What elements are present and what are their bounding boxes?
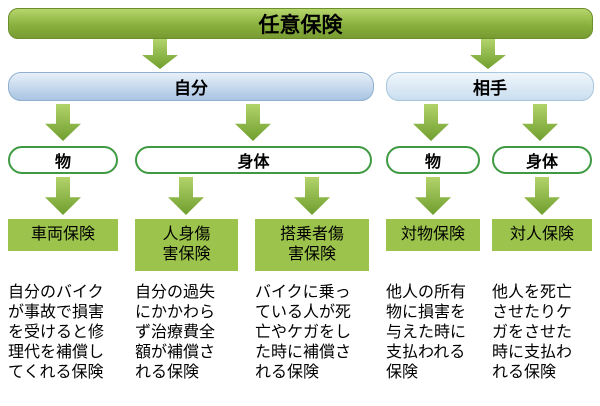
insurance-box-personal-injury: 人身傷 害保険 <box>135 219 238 271</box>
insurance-description-passenger-injury: バイクに乗っている人が死亡やケガをした時に補償される保険 <box>255 284 352 381</box>
down-arrow-icon <box>294 177 330 215</box>
category-label: 物 <box>424 154 441 171</box>
down-arrow-icon <box>415 177 451 215</box>
down-arrow-icon <box>524 177 560 215</box>
group-other-bar: 相手 <box>386 72 594 101</box>
down-arrow-icon <box>235 104 271 141</box>
down-arrow-icon <box>45 104 81 141</box>
group-self-label: 自分 <box>174 79 208 98</box>
insurance-box-passenger-injury: 搭乗者傷 害保険 <box>255 219 369 271</box>
down-arrow-icon <box>522 104 558 141</box>
category-label: 身体 <box>525 154 558 171</box>
category-other-property-pill: 物 <box>386 146 480 174</box>
category-self-property-pill: 物 <box>8 146 118 174</box>
insurance-box-bodily-liability: 対人保険 <box>492 219 592 251</box>
down-arrow-icon <box>470 39 506 69</box>
category-self-body-pill: 身体 <box>135 146 372 174</box>
insurance-box-vehicle: 車両保険 <box>8 219 118 251</box>
title-banner: 任意保険 <box>8 8 593 39</box>
group-self-bar: 自分 <box>8 72 374 101</box>
insurance-box-property-damage: 対物保険 <box>386 219 480 251</box>
down-arrow-icon <box>45 177 81 215</box>
category-label: 身体 <box>237 154 270 171</box>
category-label: 物 <box>54 154 71 171</box>
category-other-body-pill: 身体 <box>492 146 592 174</box>
insurance-description-bodily-liability: 他人を死亡させたりケガをさせた時に支払われる保険 <box>492 284 573 381</box>
down-arrow-icon <box>168 177 204 215</box>
insurance-description-property-damage: 他人の所有物に損害を与えた時に支払われる保険 <box>386 284 467 381</box>
insurance-description-personal-injury: 自分の過失にかかわらず治療費全額が補償される保険 <box>135 284 216 381</box>
group-other-label: 相手 <box>473 79 507 98</box>
down-arrow-icon <box>142 39 178 69</box>
diagram-title: 任意保険 <box>258 13 343 37</box>
down-arrow-icon <box>413 104 449 141</box>
insurance-description-vehicle: 自分のバイクが事故で損害を受けると修理代を補償してくれる保険 <box>8 284 105 381</box>
